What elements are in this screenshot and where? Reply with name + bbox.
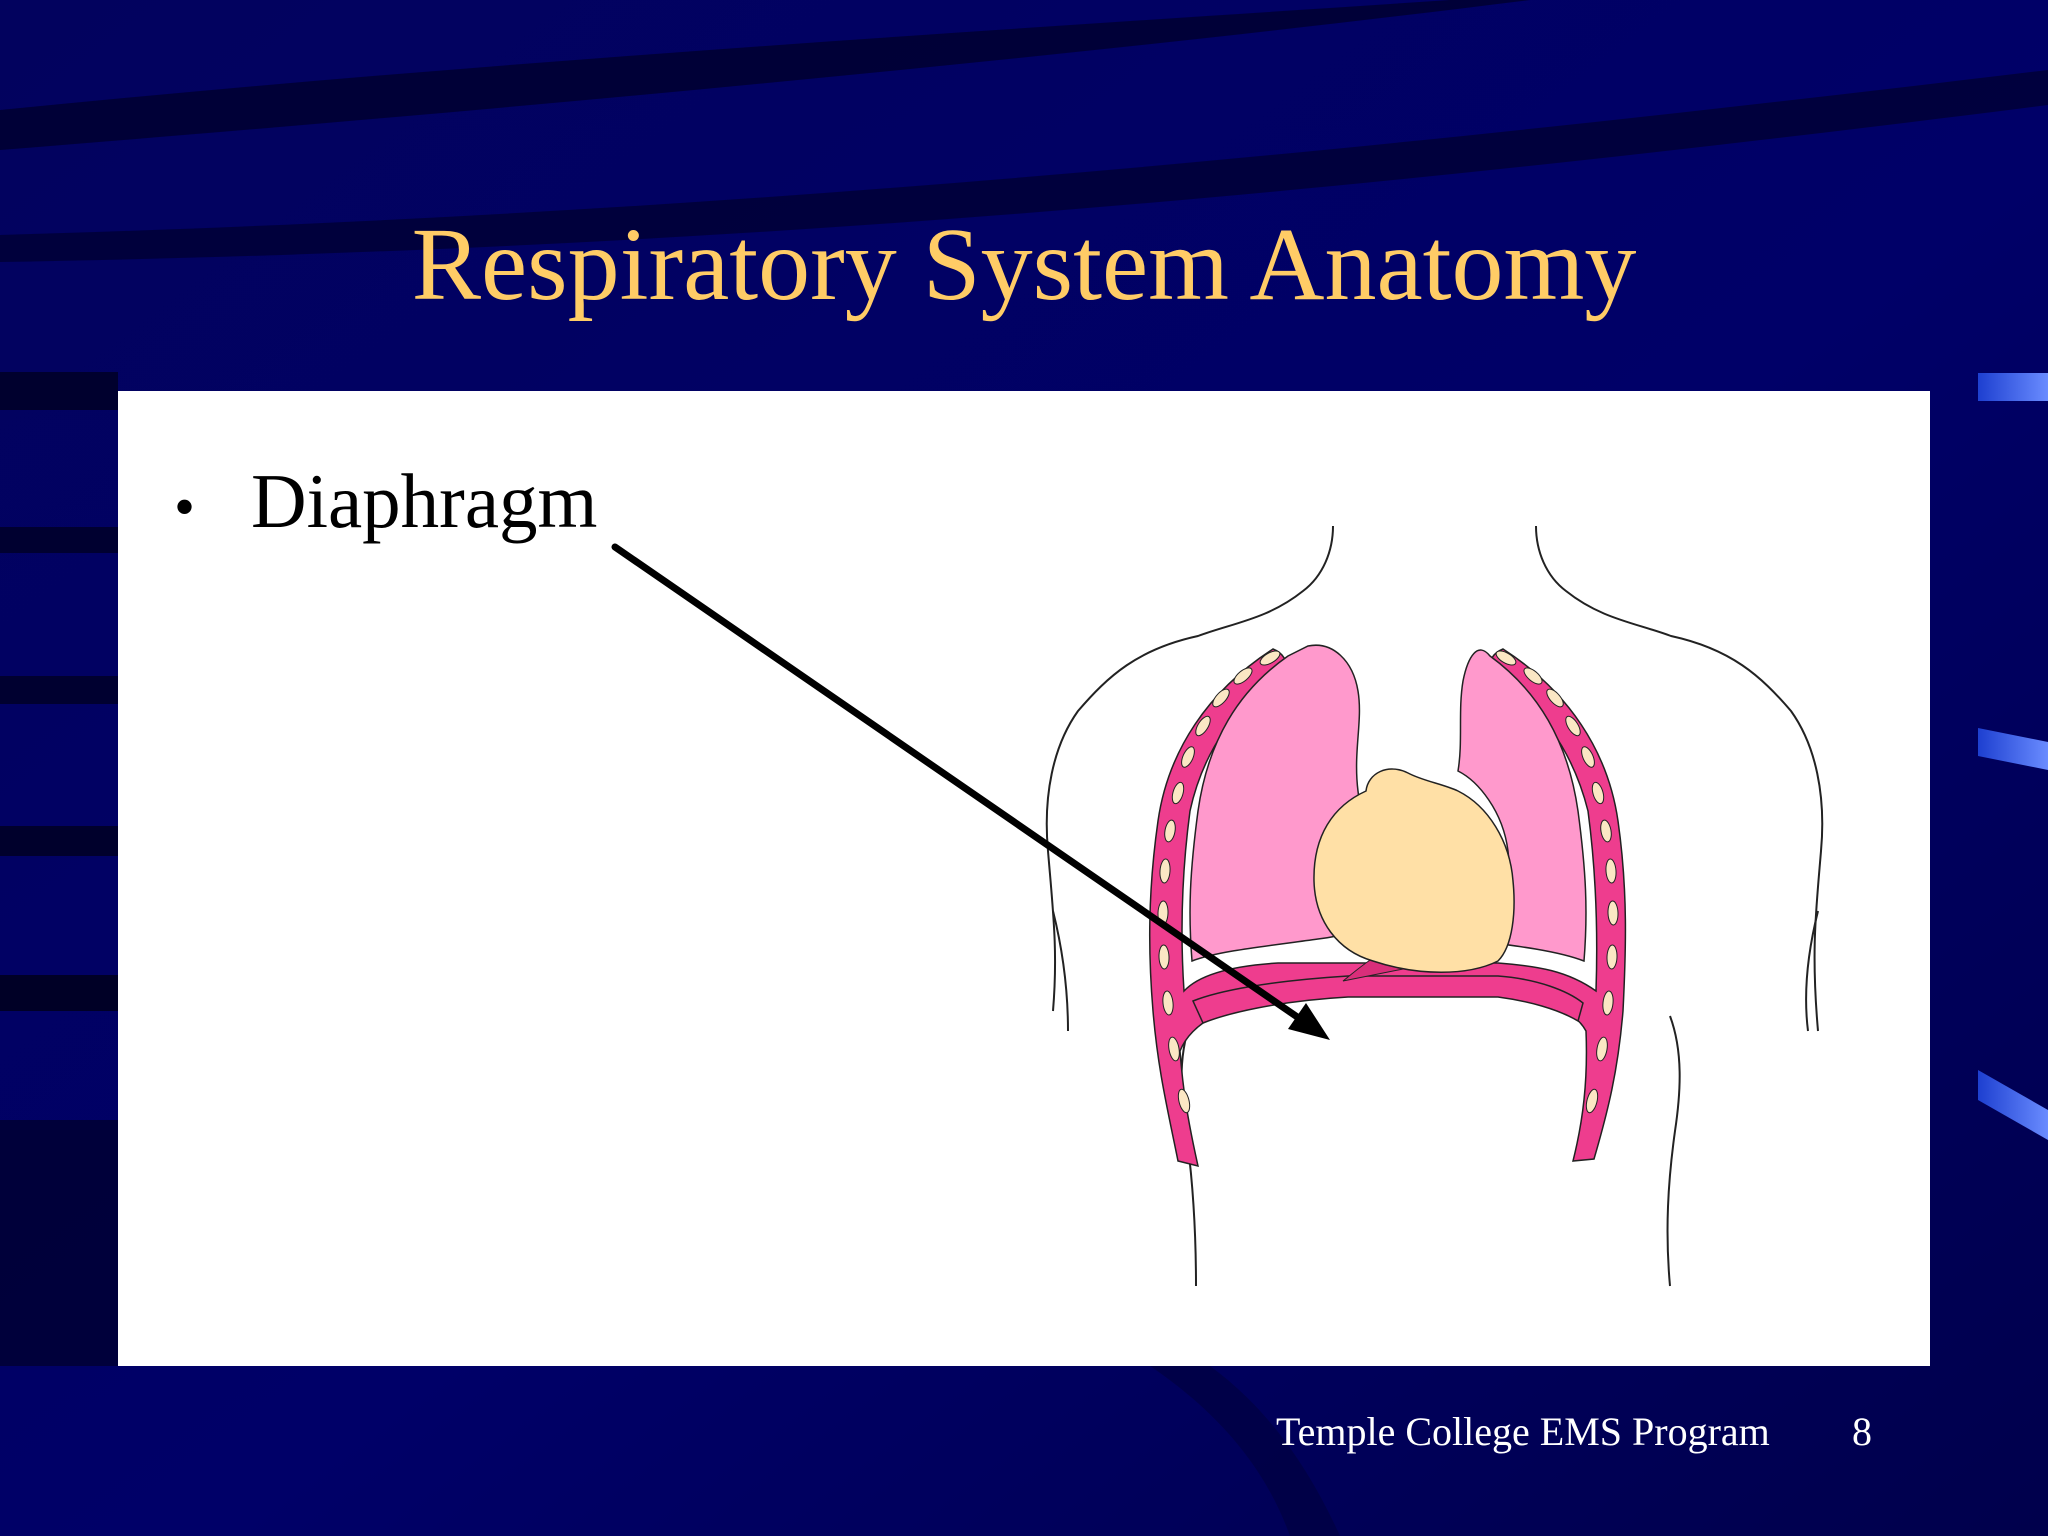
slide-title: Respiratory System Anatomy [411,207,1637,322]
pointer-arrow [611,543,1330,1040]
diaphragm [1191,975,1584,1024]
bullet-text: Diaphragm [251,458,598,544]
heart [1313,768,1515,973]
chest-wall [1148,648,1627,1168]
content-panel: • Diaphragm [118,391,1930,1366]
bullet-item-diaphragm: • Diaphragm [174,456,597,552]
ribs [1157,650,1619,1114]
torso-outline [1045,525,1824,1287]
anatomy-illustration [611,525,1824,1287]
footer-program: Temple College EMS Program [1276,1409,1770,1454]
bullet-dot-icon: • [174,474,196,540]
footer-page-number: 8 [1852,1409,1872,1454]
